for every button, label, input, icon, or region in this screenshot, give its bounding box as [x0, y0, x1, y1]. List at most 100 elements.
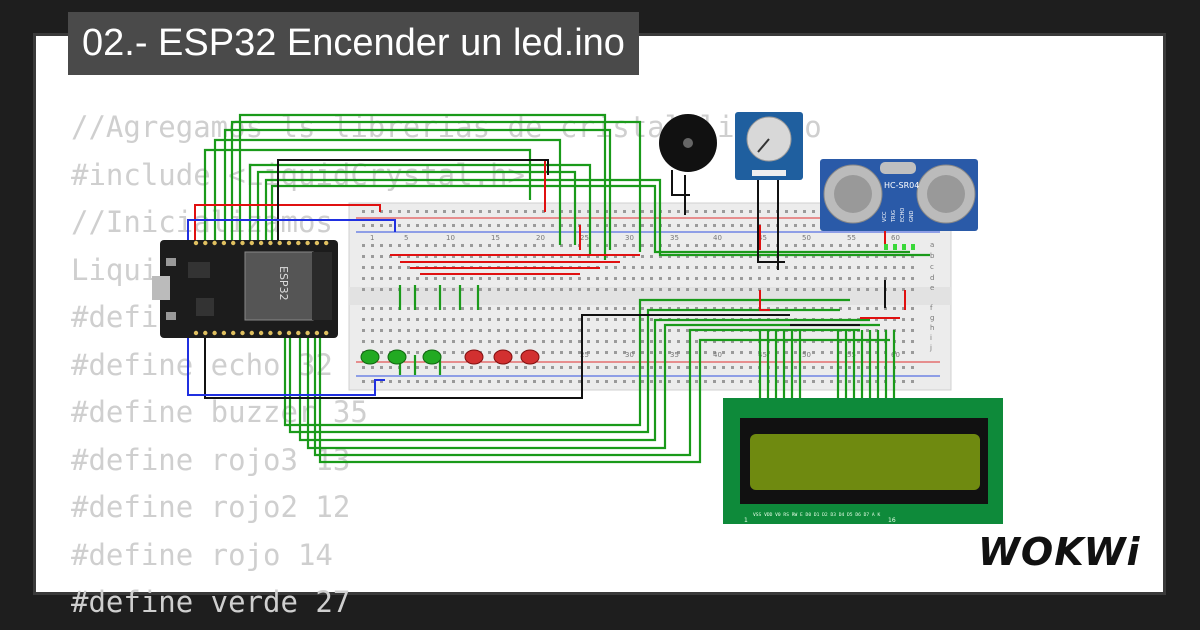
breadboard-hole	[362, 288, 365, 291]
breadboard-hole	[542, 255, 545, 258]
breadboard-hole	[695, 380, 698, 383]
breadboard-hole	[722, 266, 725, 269]
breadboard-hole	[875, 244, 878, 247]
breadboard-hole	[803, 224, 806, 227]
breadboard-hole	[875, 288, 878, 291]
breadboard-hole	[425, 318, 428, 321]
esp32-pin	[324, 240, 329, 246]
breadboard: 1 5 10 15 20 25 30 35 40 45 50 55 60 25 …	[348, 202, 952, 391]
led-green-3-icon[interactable]	[422, 349, 442, 365]
project-title[interactable]: 02.- ESP32 Encender un led.ino	[68, 12, 639, 75]
led-green-2-icon[interactable]	[387, 349, 407, 365]
breadboard-hole	[488, 224, 491, 227]
led-row	[360, 349, 540, 365]
esp32-pin	[305, 330, 310, 336]
bb-row-e: e	[930, 284, 934, 292]
breadboard-hole	[902, 329, 905, 332]
breadboard-hole	[407, 340, 410, 343]
breadboard-hole	[767, 277, 770, 280]
breadboard-hole	[866, 244, 869, 247]
breadboard-hole	[758, 277, 761, 280]
breadboard-hole	[623, 329, 626, 332]
breadboard-hole	[776, 288, 779, 291]
breadboard-hole	[758, 266, 761, 269]
led-red-1-icon[interactable]	[464, 349, 484, 365]
breadboard-hole	[884, 318, 887, 321]
breadboard-hole	[443, 288, 446, 291]
breadboard-hole	[821, 288, 824, 291]
ultrasonic-sensor[interactable]: HC-SR04 VCC TRIG ECHO GND	[820, 159, 978, 250]
breadboard-hole	[524, 380, 527, 383]
breadboard-hole	[569, 224, 572, 227]
potentiometer-icon[interactable]	[735, 112, 803, 180]
breadboard-hole	[704, 277, 707, 280]
breadboard-hole	[506, 366, 509, 369]
breadboard-hole	[875, 329, 878, 332]
led-green-1-icon[interactable]	[360, 349, 380, 365]
buzzer-icon[interactable]	[659, 114, 717, 172]
breadboard-hole	[551, 255, 554, 258]
breadboard-hole	[389, 224, 392, 227]
breadboard-hole	[434, 329, 437, 332]
breadboard-hole	[785, 210, 788, 213]
ultrasonic-pin-gnd: GND	[909, 210, 915, 222]
bb-row-c: c	[930, 263, 934, 271]
breadboard-hole	[722, 351, 725, 354]
breadboard-hole	[407, 329, 410, 332]
breadboard-hole	[848, 351, 851, 354]
breadboard-hole	[830, 266, 833, 269]
breadboard-hole	[533, 366, 536, 369]
breadboard-hole	[650, 210, 653, 213]
breadboard-hole	[515, 224, 518, 227]
breadboard-hole	[902, 266, 905, 269]
breadboard-hole	[470, 210, 473, 213]
esp32-board[interactable]: ESP32	[152, 240, 338, 338]
breadboard-hole	[722, 380, 725, 383]
breadboard-hole	[479, 380, 482, 383]
breadboard-hole	[614, 340, 617, 343]
breadboard-hole	[623, 244, 626, 247]
breadboard-hole	[677, 329, 680, 332]
breadboard-hole	[515, 380, 518, 383]
breadboard-hole	[551, 244, 554, 247]
breadboard-hole	[452, 380, 455, 383]
breadboard-hole	[803, 351, 806, 354]
bb-row-d: d	[930, 274, 934, 282]
breadboard-hole	[803, 307, 806, 310]
breadboard-hole	[866, 366, 869, 369]
breadboard-hole	[452, 210, 455, 213]
esp32-pin	[314, 330, 320, 336]
breadboard-hole	[902, 351, 905, 354]
ultrasonic-pin-trig: TRIG	[891, 210, 897, 223]
breadboard-hole	[497, 307, 500, 310]
breadboard-hole	[443, 277, 446, 280]
bb-col-45: 45	[758, 234, 767, 242]
breadboard-hole	[848, 307, 851, 310]
breadboard-hole	[677, 244, 680, 247]
breadboard-hole	[677, 277, 680, 280]
breadboard-hole	[767, 288, 770, 291]
breadboard-hole	[407, 318, 410, 321]
breadboard-hole	[587, 224, 590, 227]
breadboard-hole	[605, 224, 608, 227]
breadboard-hole	[713, 244, 716, 247]
breadboard-hole	[740, 210, 743, 213]
breadboard-hole	[380, 318, 383, 321]
breadboard-hole	[713, 366, 716, 369]
bb-col-40-b: 40	[713, 351, 722, 359]
breadboard-hole	[569, 366, 572, 369]
breadboard-hole	[821, 351, 824, 354]
breadboard-hole	[740, 307, 743, 310]
lcd-display[interactable]: VSS VDD V0 RS RW E D0 D1 D2 D3 D4 D5 D6 …	[723, 398, 1003, 524]
led-red-2-icon[interactable]	[493, 349, 513, 365]
breadboard-hole	[515, 307, 518, 310]
breadboard-hole	[713, 307, 716, 310]
breadboard-hole	[434, 366, 437, 369]
breadboard-hole	[902, 288, 905, 291]
esp32-pin	[268, 330, 273, 336]
breadboard-hole	[506, 277, 509, 280]
breadboard-hole	[416, 277, 419, 280]
breadboard-hole	[434, 307, 437, 310]
led-red-3-icon[interactable]	[520, 349, 540, 365]
breadboard-hole	[785, 266, 788, 269]
